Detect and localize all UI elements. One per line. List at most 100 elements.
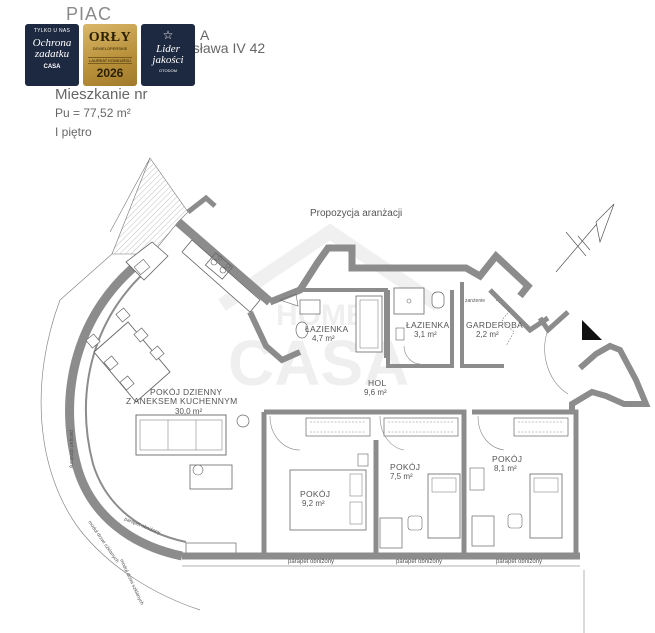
chair-icon [119,375,135,391]
wardrobe-note: zanżenie [465,298,485,304]
chair-icon [85,333,101,349]
pillow-icon [349,473,363,497]
bedroom2-label: POKÓJ [390,462,420,472]
bedroom2-bed [427,473,461,539]
bedroom1-label: POKÓJ [300,489,330,499]
bedroom3-wall [472,409,579,556]
burner-icon [217,255,223,261]
chair-icon [115,307,131,323]
terrace-hatch [111,157,189,255]
casa-logo: CASA [43,64,61,70]
living-room-label: POKÓJ DZIENNY [150,387,222,397]
watermark-roof [218,223,442,311]
header-street: dysława IV 42 [178,40,266,56]
badge-deposit-protection[interactable]: TYLKO U NAS Ochrona zadatku CASA [25,24,79,86]
bedroom3-area: 8,1 m² [494,464,517,473]
flat-floor: I piętro [55,125,92,139]
outer-curved-wall [65,258,183,561]
wardrobe-wall [460,282,504,368]
bookshelf [469,467,485,491]
pillow-icon [349,501,363,525]
bedroom3-desk [471,515,495,547]
wardrobe-area: 2,2 m² [476,330,499,339]
bedroom1-door-arc [269,415,301,451]
drain-icon [406,298,412,304]
bath2-door-arc [403,345,421,365]
east-wall [569,342,651,412]
desk-chair [407,515,423,531]
bath2-wall [386,290,454,368]
burner-icon [219,266,227,274]
bath1-label: ŁAZIENKA [305,324,349,334]
sink-icon [133,258,151,276]
toilet-icon [295,321,309,339]
sofa-seat [139,419,223,451]
hall-label: HOL [368,378,386,388]
balcony-line [59,253,113,301]
toilet-icon-2 [431,291,445,309]
entrance-wall [537,310,570,334]
pillow-icon [533,477,559,493]
north-arrow-icon [595,203,615,244]
sofa [135,414,227,456]
plant-icon [236,414,250,428]
star-icon: ☆ [162,28,174,42]
burner-icon [210,258,218,266]
entrance-door-arc [544,329,569,395]
inner-curved-wall [84,265,187,543]
bath2-label: ŁAZIENKA [406,320,450,330]
badge-quality-leader[interactable]: ☆ Lider jakości OTODOM [141,24,195,86]
bedroom3-wardrobe [513,417,569,437]
bedroom1-area: 9,2 m² [302,499,325,508]
flat-number-label: Mieszkanie nr [55,86,148,103]
kitchen-wall-end [186,194,217,214]
wardrobe-label: GARDEROBA [466,320,523,330]
parapet-label-2: parapet obniżony [396,559,442,565]
award-badges: TYLKO U NAS Ochrona zadatku CASA ORŁY DE… [25,24,195,86]
shower [393,287,425,315]
living-room-label-2: Z ANEKSEM KUCHENNYM [126,396,238,406]
chair-icon [103,355,119,371]
header-building-letter: A [200,27,210,43]
curved-parapet-label: parapet obniżony [68,430,74,469]
proposal-label: Propozycja aranżacji [310,208,402,219]
bedroom2-door-arc [379,415,405,451]
bath1-area: 4,7 m² [312,334,335,343]
bedroom3-bed [529,473,563,539]
flat-area: Pu = 77,52 m² [55,106,131,120]
bedroom2-wardrobe [383,417,459,437]
nightstand [357,453,369,467]
entrance-arrow-icon [582,320,602,340]
parapet-label-3: parapet obniżony [496,559,542,565]
bath1-door-arc [279,293,299,307]
north-wall [268,244,533,306]
living-room-area: 30,0 m² [175,407,202,416]
bedroom2-desk [379,517,403,549]
desk-chair-2 [507,513,523,529]
bath2-area: 3,1 m² [414,330,437,339]
burner-icon [225,263,231,269]
pillow-icon [431,477,457,493]
bedroom1-bed [289,469,367,531]
parapet-label-1: parapet obniżony [288,559,334,565]
chair-icon [149,345,165,361]
cooktop-icon [204,252,234,280]
kitchen-wall [175,218,273,306]
kitchen-sink-counter [125,241,169,281]
bathtub [355,295,383,353]
wardrobe-shelves [495,299,515,347]
pouf-icon [192,464,204,476]
washbasin [299,299,321,315]
balcony-curve [40,299,201,611]
hall-area: 9,6 m² [364,388,387,397]
bedroom3-label: POKÓJ [492,454,522,464]
tv-cabinet [185,542,237,554]
header-top-text: PIAC [66,4,113,24]
bedroom1-wardrobe [305,417,371,437]
watermark-home: HOME [276,299,366,332]
bath1-west-wall [247,310,302,364]
bedroom3-door-arc [477,415,505,451]
badge-orly[interactable]: ORŁY DEWELOPERSKIE LAUREAT KONKURSU 2026 [83,24,137,86]
bedroom2-wall [376,409,467,554]
